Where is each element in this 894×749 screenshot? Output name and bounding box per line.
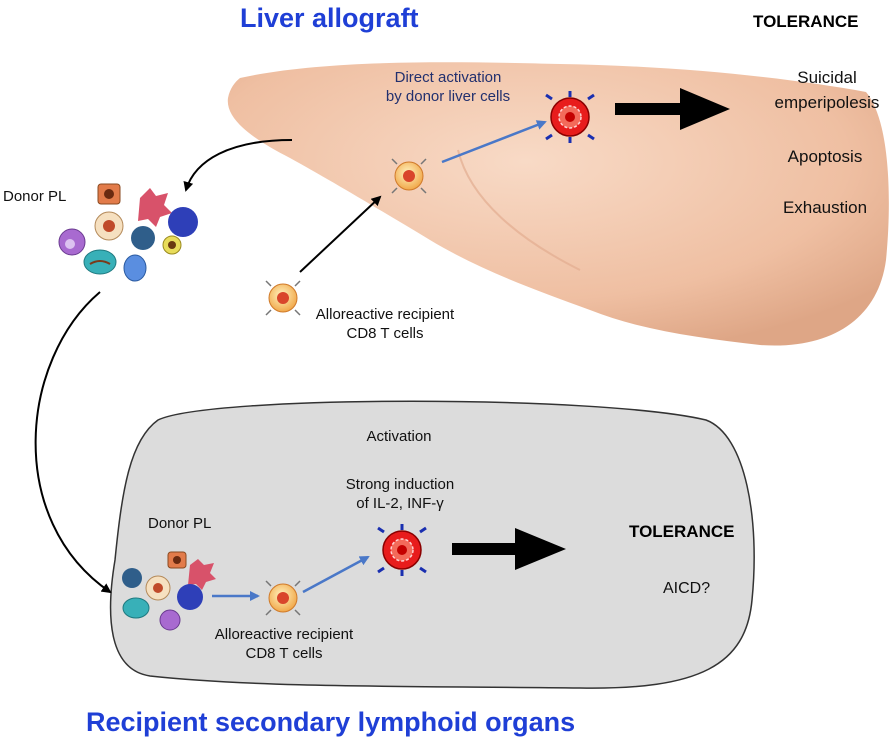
donor-pl-cluster-top <box>58 183 198 282</box>
outcome-exhaustion: Exhaustion <box>782 198 868 217</box>
lymphoid-organs-title: Recipient secondary lymphoid organs <box>86 707 576 737</box>
activation-label: Activation <box>366 428 432 445</box>
tolerance-arrow-bottom <box>452 528 566 570</box>
tolerance-arrow-top <box>615 88 730 130</box>
recipient-cells-label-top-1: Alloreactive recipient <box>315 306 455 323</box>
recipient-cells-label-bottom-2: CD8 T cells <box>245 645 323 662</box>
outcome-aicd: AICD? <box>663 580 711 597</box>
tolerance-label-bottom: TOLERANCE <box>629 522 735 541</box>
liver-allograft-title: Liver allograft <box>240 3 419 33</box>
outcome-emperipolesis: emperipolesis <box>774 93 880 112</box>
induction-label-1: Strong induction <box>345 476 455 493</box>
recipient-cells-label-bottom-1: Alloreactive recipient <box>214 626 354 643</box>
direct-activation-label-1: Direct activation <box>394 69 502 86</box>
outcome-suicidal: Suicidal <box>797 68 857 87</box>
liver-fold <box>457 149 581 271</box>
induction-label-2: of IL-2, INF-γ <box>356 495 444 512</box>
tcell-recipient-top <box>265 280 301 316</box>
tolerance-label-top: TOLERANCE <box>753 12 859 31</box>
outcome-apoptosis: Apoptosis <box>787 147 863 166</box>
blue-arrow-tcell-to-activated <box>302 555 370 594</box>
liver-shape <box>227 62 889 346</box>
recipient-cells-label-top-2: CD8 T cells <box>346 325 424 342</box>
arrow-liver-to-donor-pl <box>183 139 293 192</box>
lymphoid-organ-region <box>109 400 755 689</box>
direct-activation-label-2: by donor liver cells <box>385 88 511 105</box>
blue-arrow-liver-activation <box>441 120 547 164</box>
donor-pl-label-top: Donor PL <box>3 188 67 205</box>
arrow-recipient-to-liver <box>299 195 382 273</box>
arrow-donor-pl-to-lymphoid <box>34 291 112 594</box>
donor-pl-cluster-bottom <box>122 551 216 631</box>
donor-pl-label-bottom: Donor PL <box>148 515 212 532</box>
